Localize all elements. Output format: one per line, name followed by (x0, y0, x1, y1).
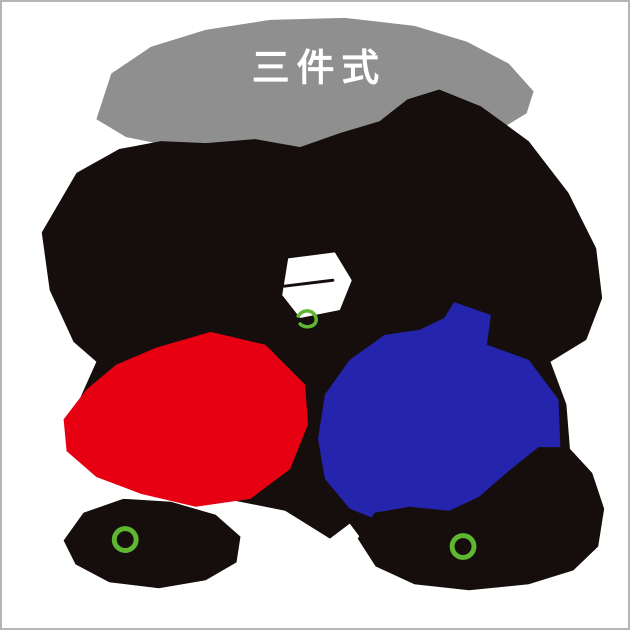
right-wheel-ring-icon (449, 533, 477, 560)
blue-item-blob (317, 302, 561, 529)
center-gap-blob (282, 252, 352, 318)
left-base-blob (63, 498, 241, 589)
left-wheel-ring-icon (111, 526, 139, 553)
right-base-blob (357, 447, 605, 591)
banner-label: 三件式 (252, 45, 386, 89)
red-item-blob (63, 331, 309, 507)
center-detail-line (282, 278, 335, 288)
center-detail-squiggle-icon (296, 309, 318, 329)
